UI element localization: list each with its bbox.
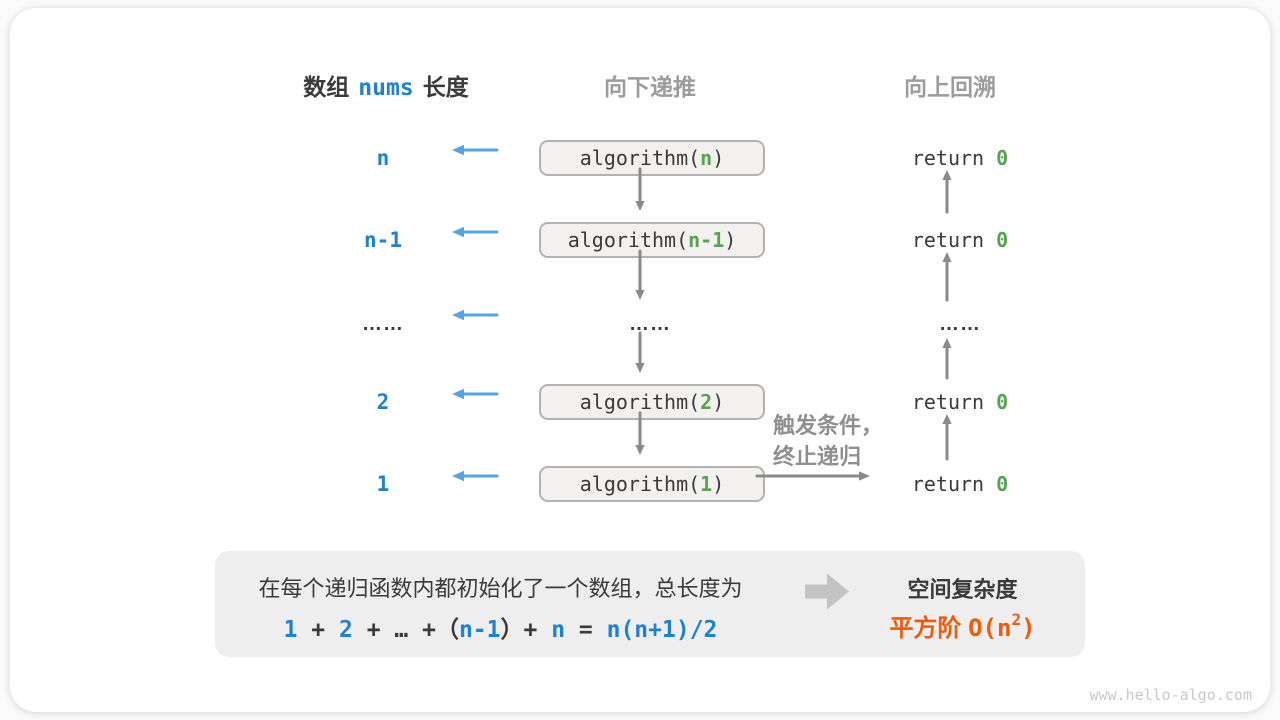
big-o-close: ) — [1021, 614, 1036, 642]
return-statement: return 0 — [895, 471, 1025, 497]
diagram-card: 数组 nums 长度 向下递推 向上回溯 n n-1 …… 2 1 algorith… — [10, 8, 1270, 712]
length-label-n-1: n-1 — [364, 228, 402, 252]
call-box-algorithm-1: algorithm(1) — [539, 466, 765, 502]
return-value: 0 — [996, 146, 1009, 170]
column-header-array-length: 数组 nums 长度 — [276, 68, 496, 102]
return-keyword: return — [911, 390, 997, 414]
watermark-url: www.hello-algo.com — [1089, 686, 1252, 704]
call-arg: 2 — [700, 390, 713, 414]
formula-term: n-1 — [458, 617, 501, 643]
formula-op: = — [565, 617, 607, 643]
call-text: algorithm( — [579, 472, 701, 496]
call-close: ) — [712, 390, 725, 414]
length-label-ellipsis: …… — [362, 313, 404, 335]
terminate-annotation-line1: 触发条件， — [773, 413, 884, 438]
space-complexity-result: 平方阶 O(n2) — [855, 608, 1070, 643]
return-statement: return 0 — [895, 145, 1025, 171]
header-nums-code: nums — [358, 75, 414, 101]
return-value: 0 — [996, 390, 1009, 414]
formula-op: + … +（ — [352, 617, 459, 643]
formula-term: 1 — [283, 617, 298, 643]
return-keyword: return — [911, 228, 997, 252]
call-close: ) — [712, 472, 725, 496]
length-label-2: 2 — [376, 390, 390, 414]
summary-formula: 1 + 2 + … +（n-1）+ n = n(n+1)/2 — [243, 610, 758, 644]
call-box-algorithm-n-1: algorithm(n-1) — [539, 222, 765, 258]
space-complexity-title: 空间复杂度 — [907, 577, 1018, 602]
call-arg: n-1 — [688, 228, 725, 252]
length-label-1: 1 — [376, 472, 390, 496]
column-header-backtrack-up: 向上回溯 — [904, 74, 996, 100]
call-close: ) — [724, 228, 737, 252]
return-keyword: return — [911, 146, 997, 170]
complexity-order-label: 平方阶 — [889, 615, 969, 642]
formula-op: + — [297, 617, 339, 643]
return-statement: return 0 — [895, 389, 1025, 415]
return-keyword: return — [911, 472, 997, 496]
header-array-suffix: 长度 — [422, 74, 469, 100]
return-statement: return 0 — [895, 227, 1025, 253]
terminate-annotation-line2: 终止递归 — [773, 444, 862, 469]
formula-result: n(n+1)/2 — [606, 617, 718, 643]
call-text: algorithm( — [579, 146, 701, 170]
formula-op: ）+ — [500, 617, 552, 643]
formula-term: 2 — [339, 617, 353, 643]
terminate-annotation: 触发条件， 终止递归 — [773, 410, 883, 472]
call-text: algorithm( — [567, 228, 689, 252]
summary-text: 在每个递归函数内都初始化了一个数组，总长度为 — [258, 576, 743, 601]
formula-term: n — [551, 617, 566, 643]
header-array-prefix: 数组 — [303, 74, 350, 100]
call-close: ) — [712, 146, 725, 170]
length-label-n: n — [376, 146, 390, 170]
call-column-ellipsis: …… — [629, 313, 671, 335]
call-box-algorithm-n: algorithm(n) — [539, 140, 765, 176]
big-o-notation: O(n — [968, 614, 1012, 642]
return-column-ellipsis: …… — [939, 313, 981, 335]
return-value: 0 — [996, 472, 1009, 496]
big-o-exponent: 2 — [1011, 610, 1022, 629]
call-text: algorithm( — [579, 390, 701, 414]
summary-panel — [215, 551, 1085, 657]
call-arg: n — [700, 146, 713, 170]
call-box-algorithm-2: algorithm(2) — [539, 384, 765, 420]
column-header-recurse-down: 向下递推 — [604, 74, 696, 100]
call-arg: 1 — [700, 472, 713, 496]
return-value: 0 — [996, 228, 1009, 252]
